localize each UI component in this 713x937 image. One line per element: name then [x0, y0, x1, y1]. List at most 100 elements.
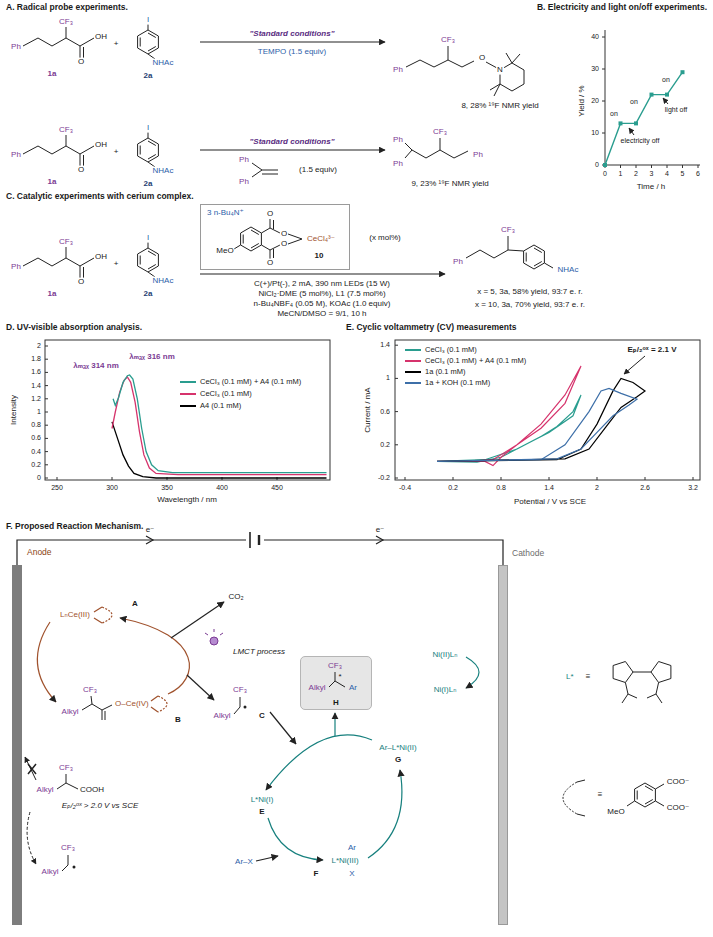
node-text: 10	[314, 252, 325, 261]
text-label: Ph	[392, 160, 404, 169]
node-text: O	[280, 230, 288, 239]
text-label: I	[146, 124, 150, 133]
axis-tick-label: 3.2	[687, 484, 699, 492]
text-label: CF₃	[58, 126, 74, 135]
text-label: Alkyl	[41, 868, 60, 877]
legend-swatch	[180, 405, 196, 407]
text-label: CF₃	[60, 844, 76, 853]
axis-tick-label: 2	[36, 342, 42, 350]
axis-tick-label: 40	[590, 33, 600, 41]
node-text: O	[266, 210, 274, 219]
text-label: λₘₐₓ 314 nm	[72, 362, 120, 371]
nickel-cycle	[266, 735, 372, 790]
ligand-structure	[613, 662, 671, 704]
axis-tick-label: 0.8	[30, 421, 42, 429]
chart-b	[665, 93, 669, 97]
product-structures	[405, 138, 468, 158]
chart-d	[113, 375, 326, 473]
reactant-structures	[138, 242, 159, 277]
chart-b	[605, 72, 683, 165]
axis-tick-label: 0	[594, 161, 600, 169]
text-label: Ph	[10, 263, 22, 272]
dicarboxylate-structure	[635, 783, 656, 807]
axis-tick-label: 0.6	[30, 435, 42, 443]
text-label: Time / h	[636, 183, 667, 192]
text-label: CF₃	[432, 128, 448, 137]
text-label: NHAc	[557, 266, 580, 275]
chart-d	[112, 377, 327, 475]
text-label: CF₃	[58, 764, 74, 773]
dicarboxylate-structure	[627, 784, 664, 806]
chart-d	[45, 346, 277, 480]
node-text: 3 n-Bu₄N⁺	[206, 209, 245, 218]
axis-tick-label: 1.4	[543, 484, 555, 492]
light-bulb-icon	[210, 637, 218, 645]
text-label: 2a	[143, 72, 154, 81]
chart-e	[395, 345, 693, 480]
axis-tick-label: on	[661, 76, 671, 84]
text-label: O	[77, 278, 85, 287]
reactant-structures	[23, 27, 94, 58]
text-label: COO⁻	[666, 804, 690, 813]
text-label: 9, 23% ¹⁹F NMR yield	[410, 180, 489, 189]
text-label: F	[313, 870, 320, 879]
text-label: O	[77, 166, 85, 175]
text-label: Ph	[452, 258, 464, 267]
axis-tick-label: 450	[270, 484, 284, 492]
text-label: TEMPO (1.5 equiv)	[257, 48, 327, 57]
text-label: LMCT process	[232, 648, 286, 657]
text-label: X	[348, 870, 355, 879]
chart-b	[605, 30, 700, 165]
text-label: CF₃	[82, 686, 98, 695]
text-label: +	[113, 260, 120, 269]
axis-tick-label: 1.6	[30, 369, 42, 377]
chart-e	[395, 340, 700, 480]
reactant-structures	[23, 24, 158, 278]
node-text: Alkyl	[308, 684, 327, 693]
axis-tick-label: 1.4	[379, 341, 391, 349]
reaction-arrow	[200, 273, 445, 274]
axis-tick-label: 300	[105, 484, 119, 492]
text-label: CF₃	[232, 686, 248, 695]
text-label: L*Ni(III)	[330, 857, 359, 866]
reaction-arrow	[200, 41, 385, 42]
circuit-symbols	[258, 535, 260, 545]
chart-b	[681, 70, 685, 74]
bond-lines	[329, 672, 345, 687]
axis-tick-label: 1.4	[30, 382, 42, 390]
chart-b	[634, 121, 638, 125]
chart-e	[395, 340, 700, 480]
chart-b	[603, 163, 607, 167]
axis-tick-label: 1	[385, 375, 391, 383]
product-structures	[252, 163, 278, 177]
intermediate-structures	[234, 697, 240, 714]
text-label: E	[258, 808, 265, 817]
intermediate-structures	[25, 696, 247, 871]
bond-lines	[234, 219, 302, 259]
text-label: Eₚ/₂ᵒˣ = 2.1 V	[627, 346, 678, 355]
text-label: C(+)/Pt(-), 2 mA, 390 nm LEDs (15 W)	[253, 280, 391, 289]
text-label: ≡	[597, 791, 604, 800]
axis-title: Yield / %	[578, 84, 587, 117]
text-label: OH	[94, 141, 108, 150]
text-label: OH	[94, 253, 108, 262]
axis-tick-label: -0.2	[377, 474, 391, 482]
nickel-cycle	[256, 856, 278, 861]
chart-d	[45, 340, 330, 480]
text-label: N	[496, 66, 504, 75]
intermediate-structures	[27, 812, 36, 864]
chart-b	[602, 37, 698, 168]
panel-title: C. Catalytic experiments with cerium com…	[5, 192, 195, 201]
text-label: Alkyl	[61, 708, 80, 717]
text-label: 8, 28% ¹⁹F NMR yield	[460, 102, 539, 111]
light-bulb-icon	[205, 629, 223, 635]
nickel-cycle	[466, 657, 479, 688]
cerium-cycle	[120, 618, 189, 694]
axis-tick-label: 2	[633, 170, 639, 178]
dicarboxylate-structure	[563, 782, 577, 814]
axis-tick-label: on	[609, 110, 619, 118]
text-label: λₘₐₓ 316 nm	[128, 353, 176, 362]
chart-b	[663, 98, 668, 104]
reactant-structures	[23, 247, 94, 278]
axis-tick-label: 400	[215, 484, 229, 492]
